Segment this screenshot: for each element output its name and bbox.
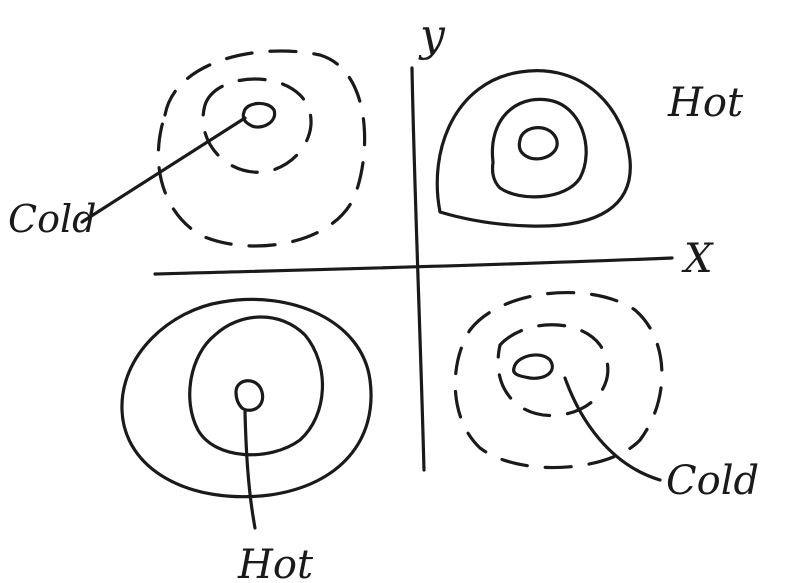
top-right-label: Hot (667, 80, 744, 126)
bottom-left-hot-contours: Hot (122, 299, 371, 583)
bottom-right-label: Cold (666, 458, 759, 504)
contour-center (243, 103, 274, 127)
hot-pointer-line (245, 412, 255, 528)
x-axis-label: X (681, 236, 714, 282)
contour-center (514, 355, 553, 378)
contour-middle (190, 317, 323, 455)
y-axis-label: y (418, 10, 446, 61)
contour-middle (492, 99, 586, 197)
x-axis-line (155, 258, 672, 274)
contour-center (519, 128, 557, 159)
y-axis-line (412, 68, 424, 470)
top-left-label: Cold (8, 197, 96, 241)
contour-center (236, 381, 263, 411)
bottom-right-cold-contours: Cold (455, 293, 759, 504)
cold-pointer-line (82, 118, 245, 222)
top-right-hot-contours: Hot (437, 71, 744, 226)
contour-outer (455, 293, 662, 468)
contour-outer (437, 71, 630, 226)
bottom-left-label: Hot (237, 542, 314, 583)
top-left-cold-contours: Cold (8, 51, 365, 246)
